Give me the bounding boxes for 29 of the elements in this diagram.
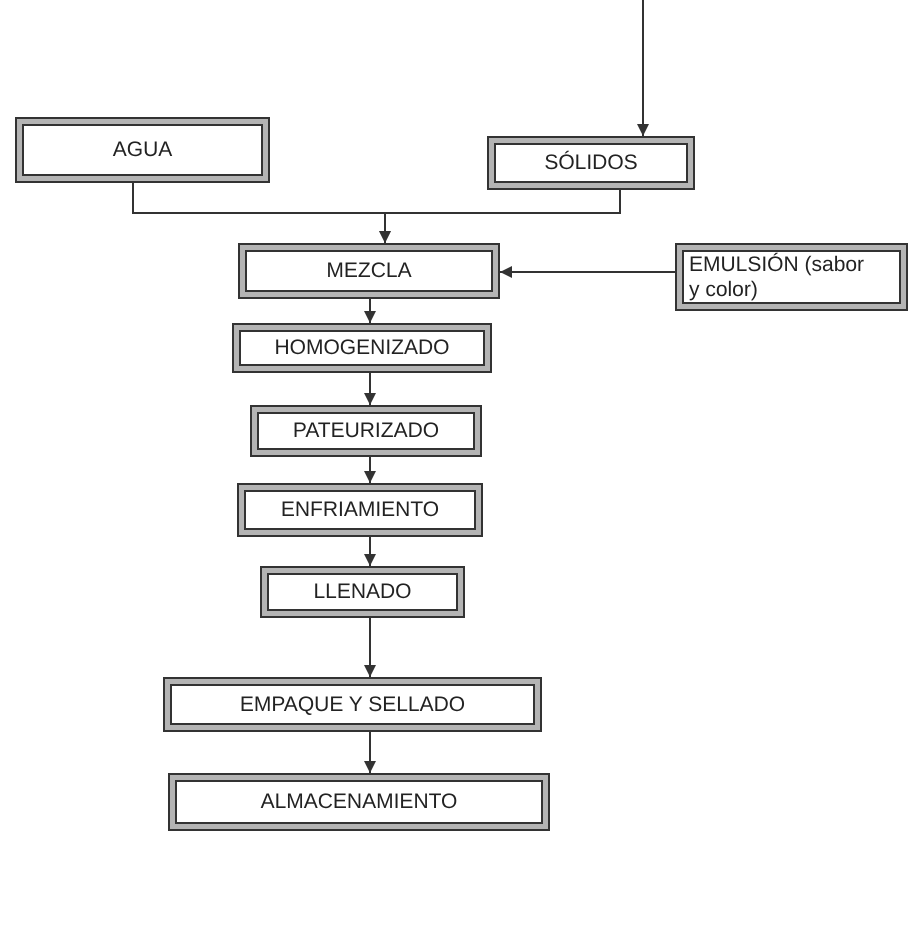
arrow bbox=[637, 0, 649, 136]
process-box bbox=[163, 677, 542, 732]
arrow bbox=[364, 457, 376, 483]
arrow bbox=[364, 537, 376, 566]
process-box bbox=[675, 243, 908, 311]
step-label: MEZCLA bbox=[326, 258, 412, 284]
step-label: PATEURIZADO bbox=[292, 418, 440, 444]
step-label: ENFRIAMIENTO bbox=[280, 497, 440, 523]
process-box bbox=[168, 773, 550, 831]
arrow bbox=[364, 299, 376, 323]
step-label: AGUA bbox=[112, 137, 172, 163]
arrow bbox=[379, 190, 621, 243]
arrow bbox=[364, 373, 376, 405]
step-label: HOMOGENIZADO bbox=[274, 335, 450, 361]
process-box bbox=[232, 323, 492, 373]
step-label: EMPAQUE Y SELLADO bbox=[240, 692, 466, 718]
arrow bbox=[364, 618, 376, 677]
process-box bbox=[238, 243, 500, 299]
process-box bbox=[487, 136, 695, 190]
step-label: SÓLIDOS bbox=[544, 150, 638, 176]
arrow bbox=[364, 732, 376, 773]
process-box bbox=[260, 566, 465, 618]
process-box bbox=[15, 117, 270, 183]
step-label: LLENADO bbox=[313, 579, 412, 605]
process-box bbox=[250, 405, 482, 457]
step-label: EMULSIÓN (sabor y color) bbox=[689, 252, 866, 302]
step-label: ALMACENAMIENTO bbox=[260, 789, 458, 815]
process-box bbox=[237, 483, 483, 537]
arrow bbox=[500, 266, 675, 278]
